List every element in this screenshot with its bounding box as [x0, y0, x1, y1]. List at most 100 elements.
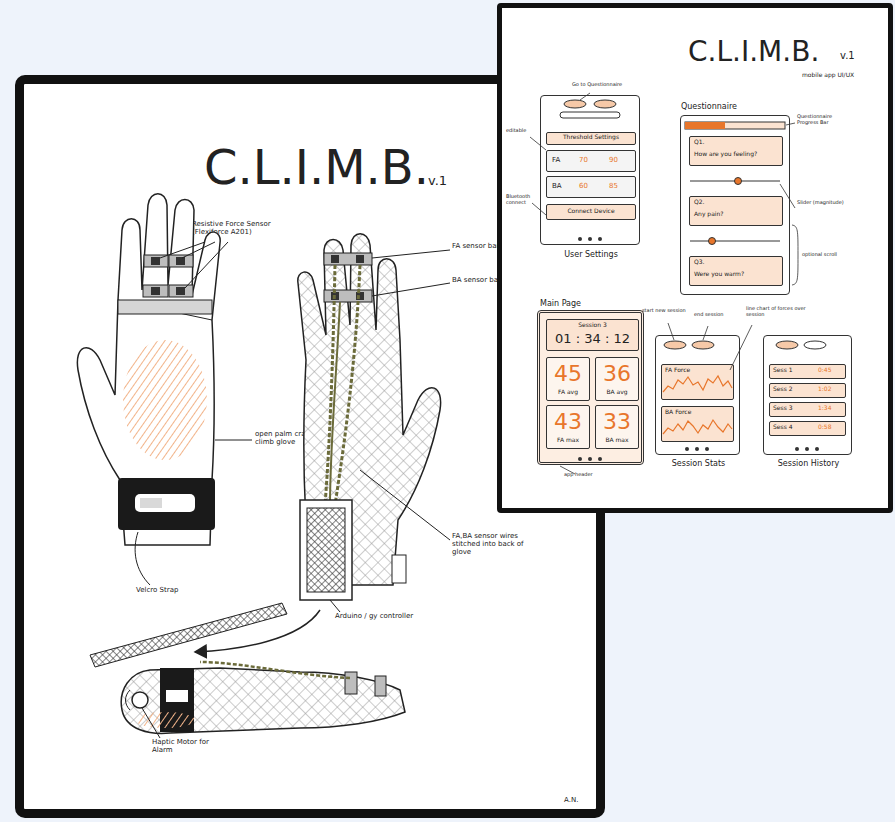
stat-cell: 43FA max — [546, 405, 590, 449]
node-text: 36 — [596, 361, 638, 386]
path-shape — [372, 283, 450, 296]
path-shape — [142, 708, 160, 738]
rect-shape — [176, 287, 185, 295]
phone-screen: Session HistorySess 10:45Sess 21:02Sess … — [763, 335, 852, 455]
rect-shape — [144, 255, 168, 267]
palm-hand — [77, 194, 220, 545]
path-shape — [121, 668, 405, 733]
connect-button: Connect Device — [546, 204, 636, 220]
circle-shape — [132, 692, 148, 708]
circle-shape — [685, 447, 689, 451]
node-subtext: v.1 — [840, 50, 855, 62]
node-text: Sess 1 — [773, 367, 792, 374]
path-shape — [118, 300, 212, 320]
circle-shape — [815, 447, 819, 451]
question-card: Q3.Were you warm? — [689, 256, 783, 286]
polyline-shape — [663, 376, 732, 392]
annotation-label: Questionnaire Progress Bar — [797, 114, 852, 126]
node-text: Session Stats — [656, 459, 741, 468]
circle-shape — [805, 447, 809, 451]
path-shape — [786, 123, 795, 125]
node-subtext: 60 — [579, 182, 588, 190]
node-subtext: 85 — [609, 182, 618, 190]
g-shape — [298, 234, 441, 585]
annotation-label: A.N. — [564, 796, 578, 804]
rect-shape — [560, 112, 620, 118]
node-subtext: mobile app UI/UX — [802, 72, 854, 79]
line-charts — [663, 376, 732, 434]
ellipse-shape — [804, 341, 826, 349]
node-text: Questionnaire — [681, 102, 791, 111]
node-subtext: 0:58 — [818, 424, 831, 431]
node-subtext: 1:34 — [818, 405, 831, 412]
screen-buttons — [560, 100, 826, 349]
node-subtext: BA avg — [596, 389, 638, 396]
node-text: 43 — [547, 409, 589, 434]
circle-shape — [709, 238, 716, 245]
rect-shape — [392, 555, 406, 583]
path-shape — [530, 137, 546, 150]
chart-panel: BA Force — [661, 406, 734, 442]
node-text: FA Force — [665, 367, 690, 374]
circle-shape — [598, 457, 602, 461]
history-row: Sess 3 1:34 — [769, 402, 846, 417]
node-text: Connect Device — [547, 208, 635, 215]
node-subtext: 0:45 — [818, 367, 831, 374]
ellipse-shape — [692, 341, 714, 349]
rect-shape — [345, 672, 357, 694]
annotation-label: Slider (magnitude) — [797, 200, 847, 206]
path-shape — [215, 440, 252, 441]
path-shape — [182, 242, 215, 258]
node-text: FA — [552, 156, 560, 164]
circle-shape — [588, 457, 592, 461]
path-shape — [185, 242, 228, 288]
rect-shape — [169, 285, 193, 297]
progress-bar — [685, 122, 785, 129]
threshold-row: BA 60 85 — [546, 176, 636, 198]
rect-shape — [160, 668, 194, 732]
rect-shape — [685, 122, 785, 129]
question-card: Q1.How are you feeling? — [689, 136, 783, 166]
ellipse-shape — [664, 341, 686, 349]
back-hand — [298, 234, 441, 600]
circle-shape — [735, 178, 742, 185]
rect-shape — [176, 257, 185, 265]
node-text: Q1. — [694, 139, 704, 146]
path-shape — [135, 532, 150, 585]
polygon-shape — [90, 603, 287, 667]
annotation-label: Resistive Force Sensor (Flexiforce A201) — [192, 220, 287, 236]
node-text: Sess 3 — [773, 405, 792, 412]
rect-shape — [118, 300, 212, 314]
rect-shape — [151, 287, 160, 295]
rect-shape — [169, 255, 193, 267]
path-shape — [560, 466, 575, 474]
phone-screen: Main PageSession 301 : 34 : 1245FA avg36… — [537, 310, 644, 465]
annotation-label: FA,BA sensor wires stitched into back of… — [452, 532, 524, 556]
circle-shape — [588, 237, 592, 241]
node-text: BA — [552, 182, 562, 190]
rect-shape — [356, 255, 364, 263]
rect-shape — [324, 290, 372, 302]
node-text: Session 3 — [547, 322, 638, 329]
side-view-hand — [90, 603, 405, 733]
history-row: Sess 1 0:45 — [769, 364, 846, 379]
node-subtext: Any pain? — [694, 211, 780, 218]
stat-cell: 36 BA avg — [595, 357, 639, 401]
polyline-shape — [663, 420, 732, 434]
sliders — [690, 178, 780, 245]
rect-shape — [331, 255, 339, 263]
threshold-row: FA7090 — [546, 150, 636, 172]
rect-shape — [118, 478, 215, 530]
node-text: User Settings — [541, 250, 641, 259]
node-subtext: FA avg — [547, 389, 589, 396]
path-shape — [325, 265, 335, 505]
node-subtext: 70 — [579, 156, 588, 164]
line-shape — [690, 181, 780, 182]
node-text: 33 — [596, 409, 638, 434]
path-shape — [703, 326, 708, 340]
node-text: Main Page — [540, 299, 647, 308]
node-text: C.L.I.M.B. — [688, 36, 819, 68]
rect-shape — [151, 257, 160, 265]
node-subtext: 1:02 — [818, 386, 831, 393]
node-text: Q3. — [694, 259, 704, 266]
